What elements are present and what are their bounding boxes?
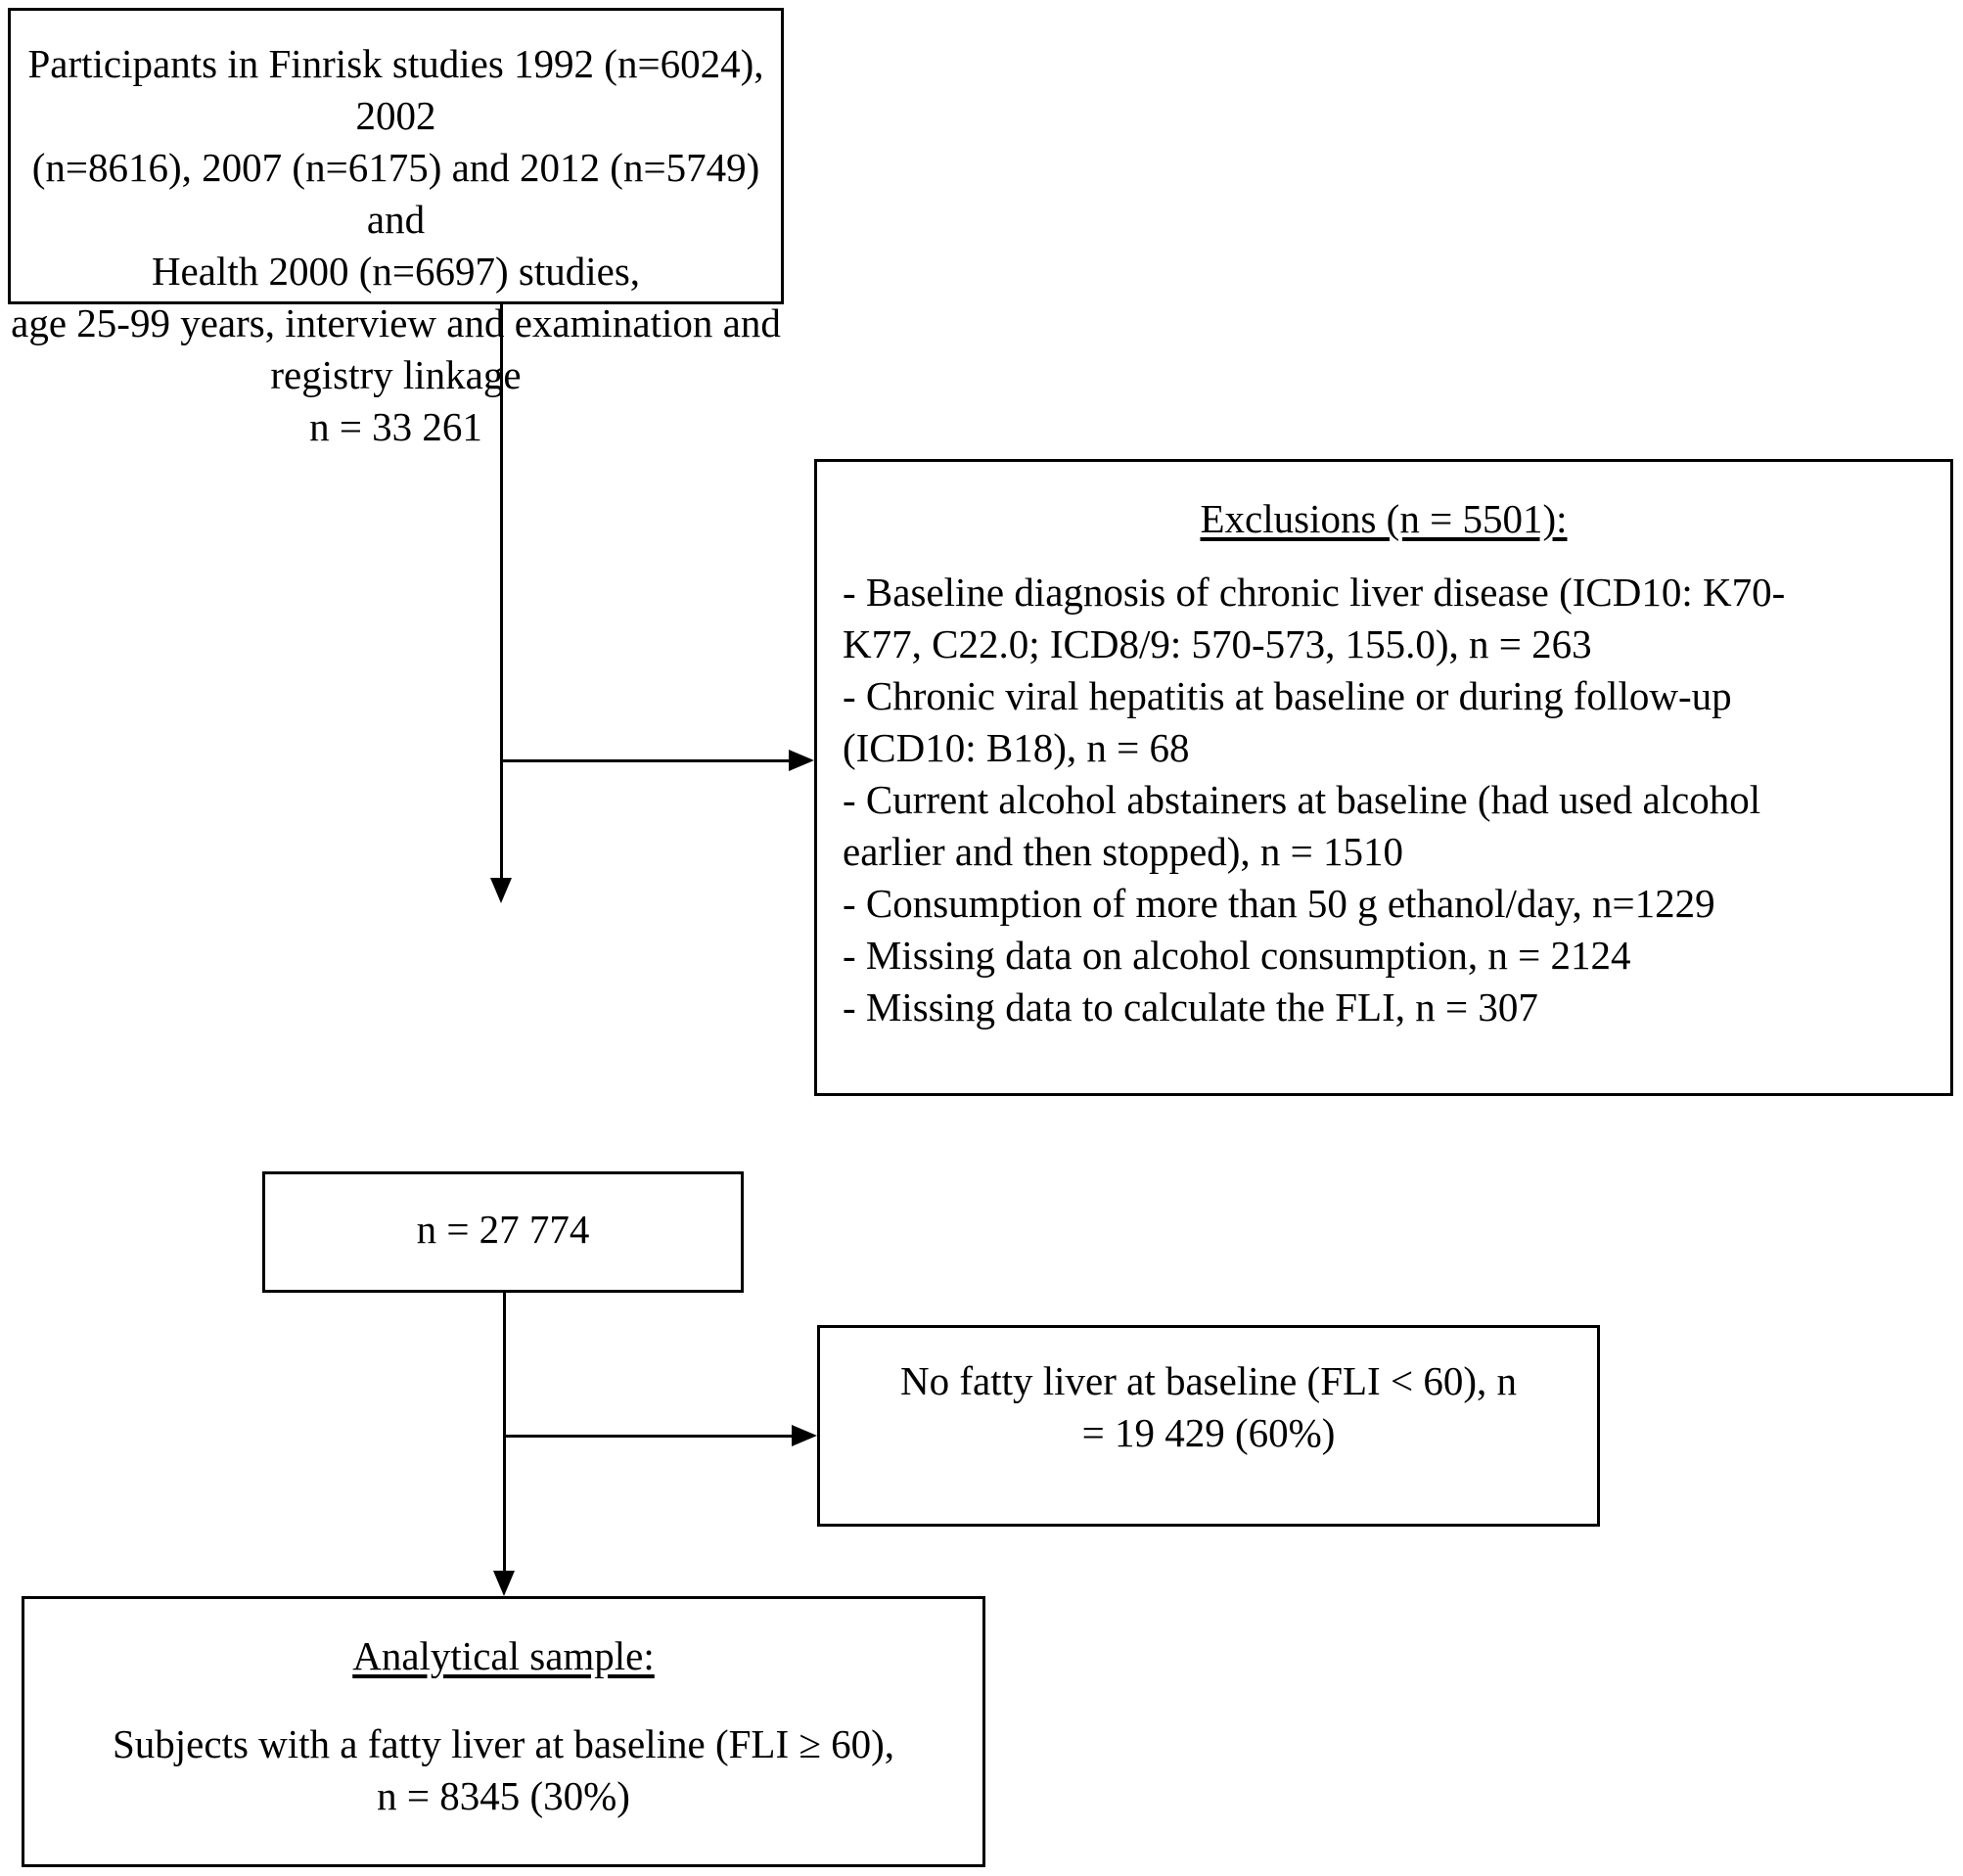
remaining-box: n = 27 774 (262, 1171, 744, 1293)
analytical-sample-line: n = 8345 (30%) (377, 1773, 630, 1818)
exclusion-line: - Chronic viral hepatitis at baseline or… (843, 673, 1732, 718)
connector-horizontal-1 (501, 759, 791, 762)
exclusion-line: - Consumption of more than 50 g ethanol/… (843, 881, 1715, 926)
exclusion-line: - Current alcohol abstainers at baseline… (843, 777, 1761, 822)
participants-line: registry linkage (270, 352, 522, 397)
arrow-right-1 (789, 750, 814, 771)
participants-count: n = 33 261 (309, 404, 482, 449)
exclusion-line: K77, C22.0; ICD8/9: 570-573, 155.0), n =… (843, 621, 1592, 666)
no-fatty-liver-line: No fatty liver at baseline (FLI < 60), n (900, 1358, 1517, 1403)
participants-line: (n=8616), 2007 (n=6175) and 2012 (n=5749… (31, 145, 760, 242)
no-fatty-liver-line: = 19 429 (60%) (1081, 1410, 1336, 1455)
participants-line: Health 2000 (n=6697) studies, (151, 249, 641, 294)
exclusion-line: - Missing data to calculate the FLI, n =… (843, 984, 1538, 1030)
exclusion-line: - Missing data on alcohol consumption, n… (843, 933, 1631, 978)
connector-vertical-1 (500, 304, 503, 880)
connector-horizontal-2 (504, 1435, 794, 1438)
arrow-down-2 (493, 1571, 515, 1596)
connector-vertical-2 (503, 1293, 506, 1573)
participants-text: Participants in Finrisk studies 1992 (n=… (11, 38, 781, 453)
exclusions-list: - Baseline diagnosis of chronic liver di… (843, 567, 1942, 1033)
no-fatty-liver-text: No fatty liver at baseline (FLI < 60), n… (820, 1355, 1597, 1459)
analytical-sample-line: Subjects with a fatty liver at baseline … (112, 1721, 895, 1766)
exclusion-line: (ICD10: B18), n = 68 (843, 725, 1190, 770)
analytical-sample-title: Analytical sample: (352, 1633, 655, 1678)
remaining-count: n = 27 774 (416, 1207, 590, 1252)
participants-line: Participants in Finrisk studies 1992 (n=… (27, 41, 764, 138)
participants-line: age 25-99 years, interview and examinati… (11, 300, 781, 345)
arrow-down-1 (490, 878, 512, 903)
no-fatty-liver-box: No fatty liver at baseline (FLI < 60), n… (817, 1325, 1600, 1527)
exclusions-title: Exclusions (n = 5501): (1200, 496, 1568, 541)
participants-box: Participants in Finrisk studies 1992 (n=… (8, 8, 784, 449)
exclusion-line: earlier and then stopped), n = 1510 (843, 829, 1404, 874)
analytical-sample-box: Analytical sample: Subjects with a fatty… (22, 1596, 985, 1867)
arrow-right-2 (792, 1425, 817, 1446)
exclusion-line: - Baseline diagnosis of chronic liver di… (843, 570, 1786, 615)
analytical-sample-text: Subjects with a fatty liver at baseline … (24, 1718, 982, 1822)
exclusions-box: Exclusions (n = 5501): - Baseline diagno… (814, 459, 1953, 1096)
